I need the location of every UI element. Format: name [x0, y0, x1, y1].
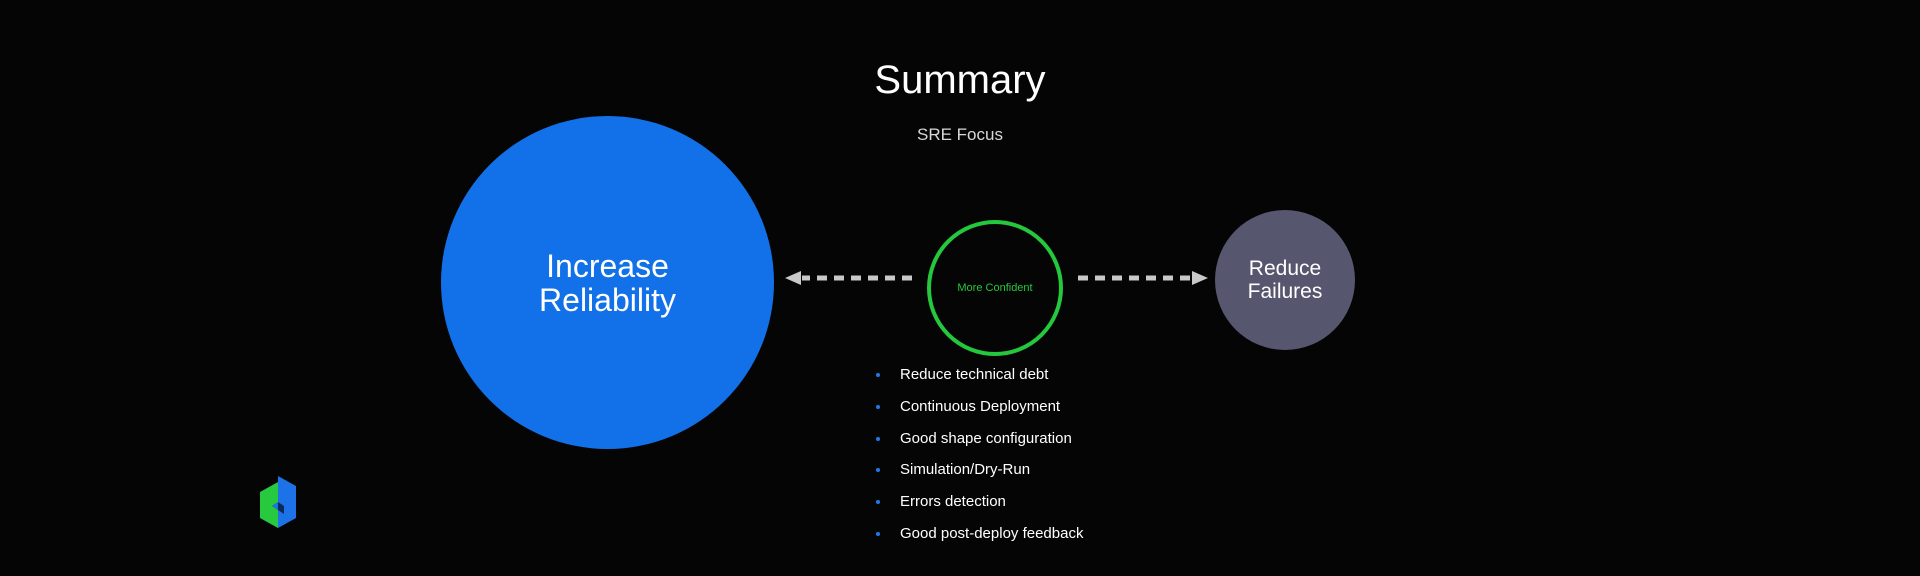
list-item: Good shape configuration — [873, 428, 1083, 460]
increase-reliability-circle: Increase Reliability — [441, 116, 774, 449]
logo-green-face — [260, 482, 278, 528]
list-item: Errors detection — [873, 491, 1083, 523]
left-arrow-head — [785, 271, 801, 285]
bullet-icon — [876, 404, 880, 409]
reduce-failures-circle: Reduce Failures — [1215, 210, 1355, 350]
right-arrow-head — [1192, 271, 1208, 285]
bullet-icon — [876, 373, 880, 377]
reduce-failures-label: Reduce Failures — [1247, 257, 1323, 303]
list-item: Simulation/Dry-Run — [873, 459, 1083, 491]
page-subtitle: SRE Focus — [917, 125, 1003, 144]
increase-reliability-label: Increase Reliability — [539, 247, 676, 318]
list-item-text: Good shape configuration — [900, 429, 1072, 447]
more-confident-circle: More Confident — [927, 220, 1063, 356]
bullet-icon — [876, 436, 880, 441]
more-confident-label: More Confident — [957, 282, 1033, 294]
bullet-icon — [876, 468, 880, 473]
list-item-text: Errors detection — [900, 493, 1006, 511]
list-item: Continuous Deployment — [873, 396, 1083, 428]
list-item: Reduce technical debt — [873, 364, 1083, 396]
bullet-icon — [876, 500, 880, 505]
list-item-text: Continuous Deployment — [900, 397, 1061, 415]
list-item-text: Good post-deploy feedback — [900, 524, 1084, 542]
page-title: Summary — [874, 58, 1046, 102]
logo-notch — [278, 502, 284, 514]
benefits-list: Reduce technical debt Continuous Deploym… — [873, 364, 1083, 555]
list-item: Good post-deploy feedback — [873, 523, 1083, 555]
bullet-icon — [876, 531, 880, 536]
list-item-text: Reduce technical debt — [900, 366, 1049, 383]
list-item-text: Simulation/Dry-Run — [900, 461, 1031, 479]
cube-logo-icon — [260, 476, 296, 528]
